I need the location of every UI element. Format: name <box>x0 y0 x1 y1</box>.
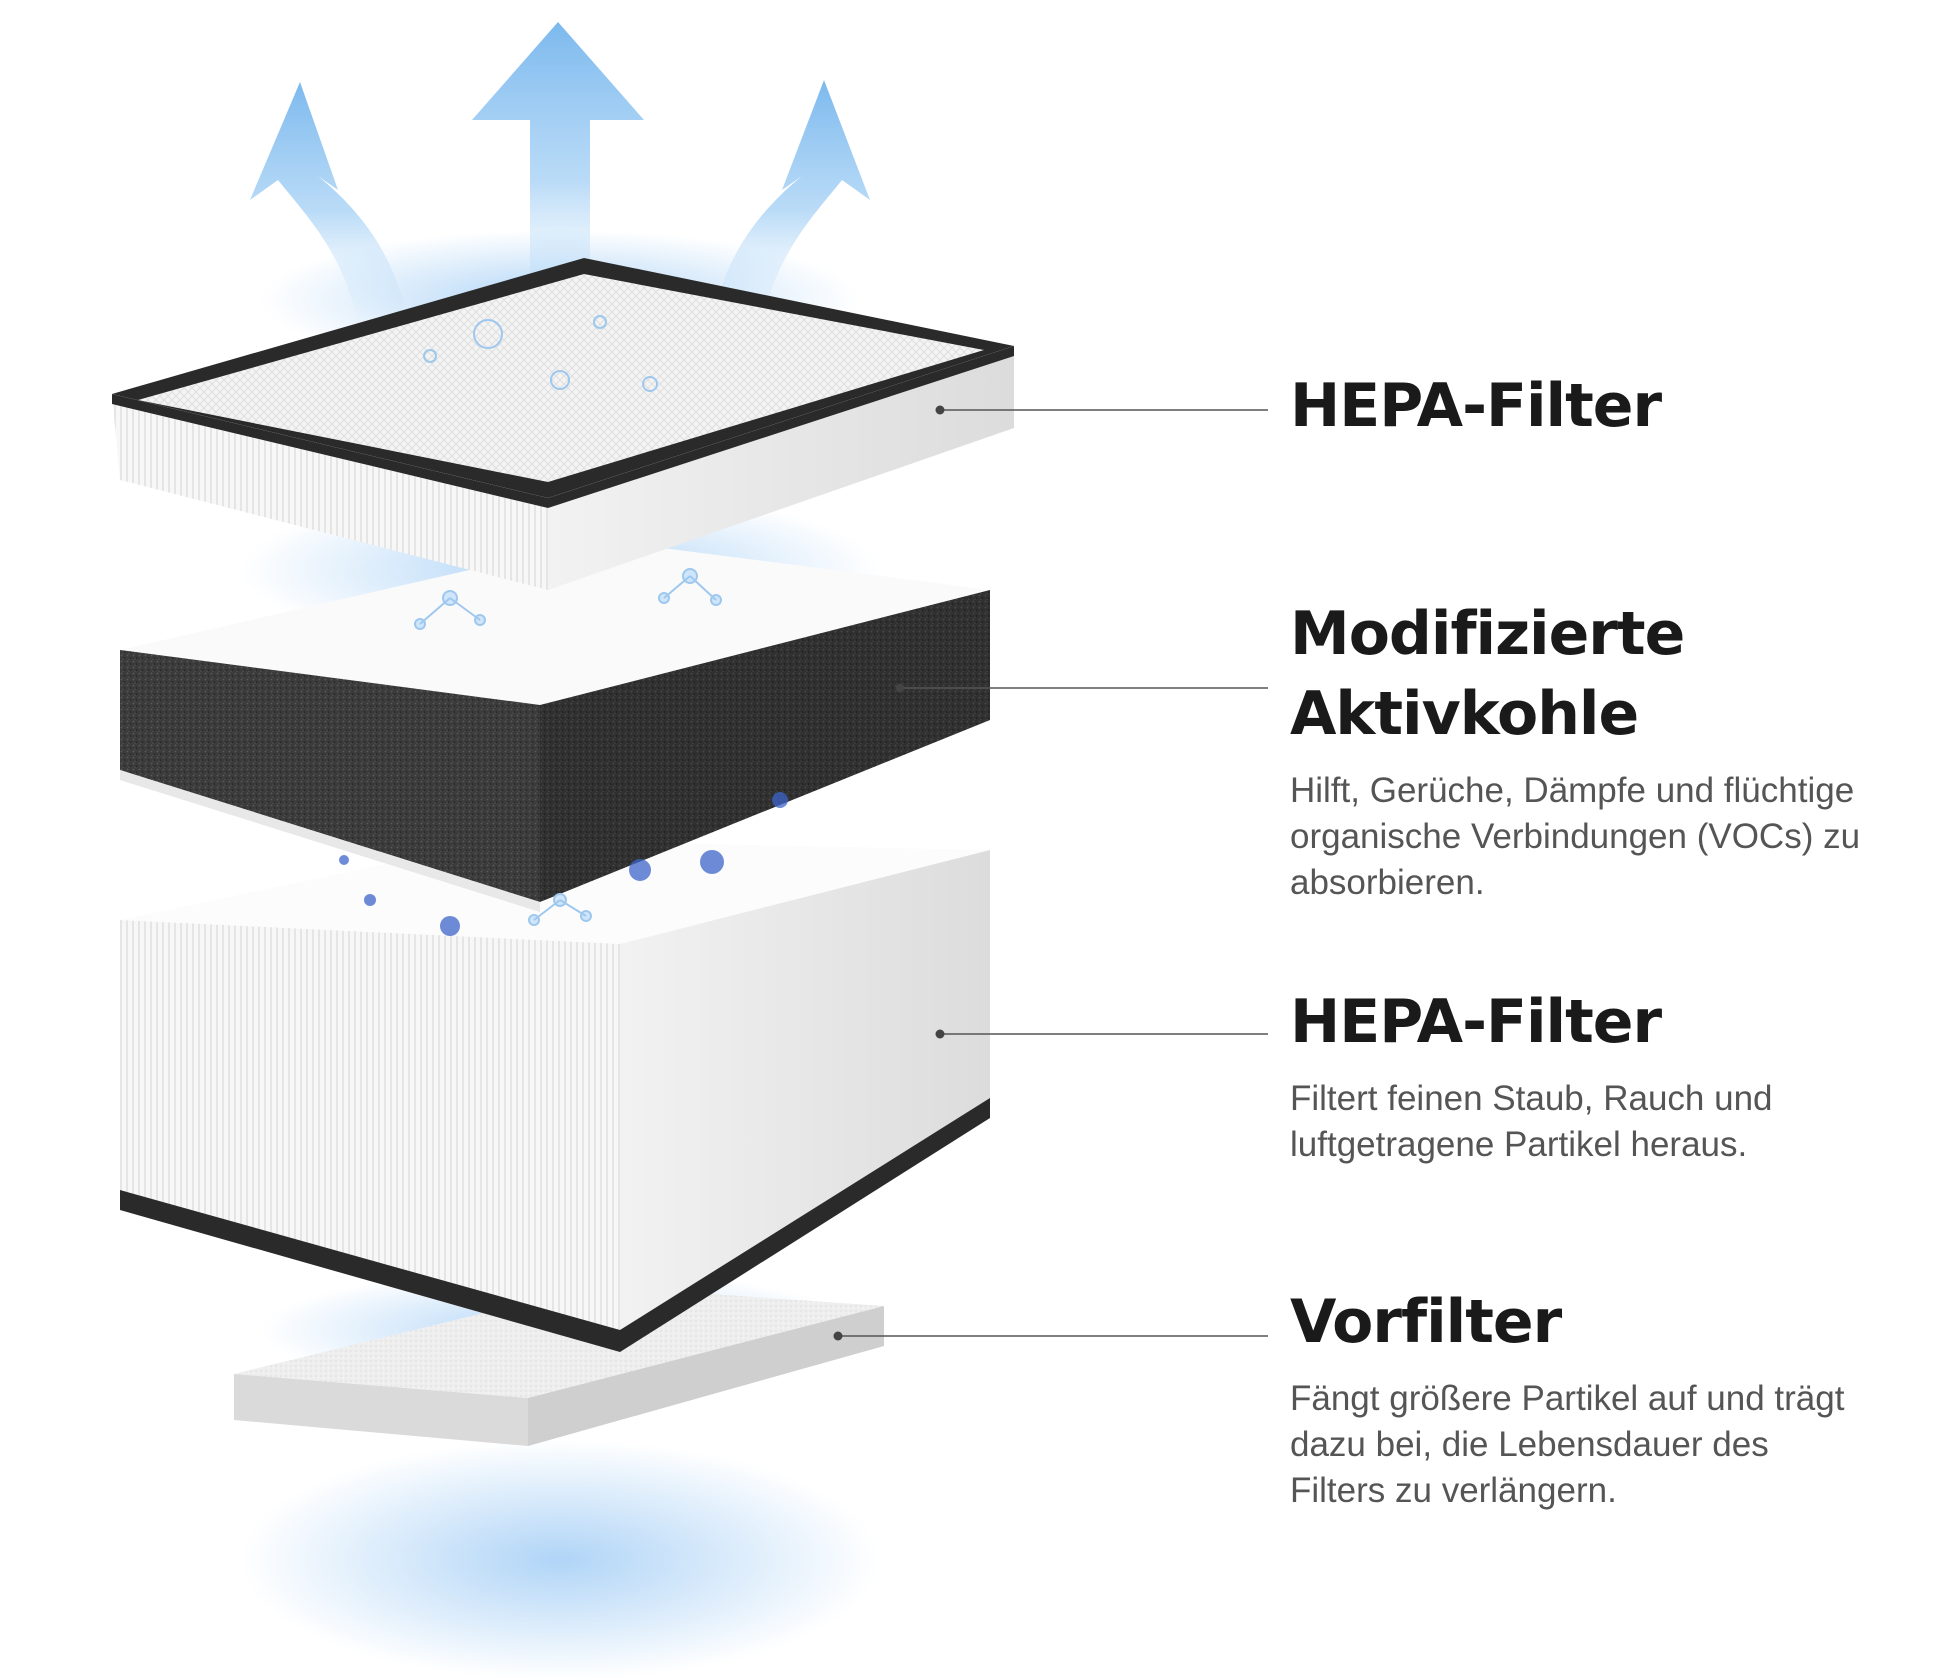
bacteria-icon <box>772 792 788 808</box>
bacteria-icon <box>700 850 724 874</box>
molecule-icon <box>658 568 722 606</box>
bacteria-particles <box>339 792 788 936</box>
water-droplet-icon <box>593 315 607 329</box>
layer-description: Fängt größere Partikel auf und trägt daz… <box>1290 1379 1845 1510</box>
bacteria-icon <box>629 859 651 881</box>
molecule-icon <box>528 893 592 926</box>
water-droplet-icon <box>423 349 437 363</box>
molecule-icon <box>414 590 486 630</box>
bacteria-icon <box>339 855 349 865</box>
layer-title: Modifizierte Aktivkohle <box>1290 599 1685 749</box>
activated-carbon-layer <box>120 540 990 912</box>
layer-description: Hilft, Gerüche, Dämpfe und flüchtige org… <box>1290 771 1861 902</box>
label-hepa-top: HEPA-Filter <box>1290 366 1662 446</box>
bacteria-icon <box>364 894 376 906</box>
label-prefilter: Vorfilter Fängt größere Partikel auf und… <box>1290 1282 1850 1514</box>
hepa-filter-top-layer <box>112 258 1014 590</box>
water-droplet-icon <box>642 376 658 392</box>
hepa-filter-main-layer <box>120 840 990 1352</box>
bacteria-icon <box>440 916 460 936</box>
prefilter-layer <box>234 1286 884 1446</box>
water-droplet-icon <box>473 319 503 349</box>
layer-title: HEPA-Filter <box>1290 371 1662 441</box>
label-activated-carbon: Modifizierte Aktivkohle Hilft, Gerüche, … <box>1290 594 1930 906</box>
airflow-arrow-icon <box>472 22 644 340</box>
layer-title: Vorfilter <box>1290 1287 1562 1357</box>
leader-lines <box>833 405 1268 1341</box>
particles <box>414 315 722 926</box>
layer-description: Filtert feinen Staub, Rauch und luftgetr… <box>1290 1079 1773 1164</box>
layer-title: HEPA-Filter <box>1290 987 1662 1057</box>
water-droplet-icon <box>550 370 570 390</box>
label-hepa-main: HEPA-Filter Filtert feinen Staub, Rauch … <box>1290 982 1850 1168</box>
